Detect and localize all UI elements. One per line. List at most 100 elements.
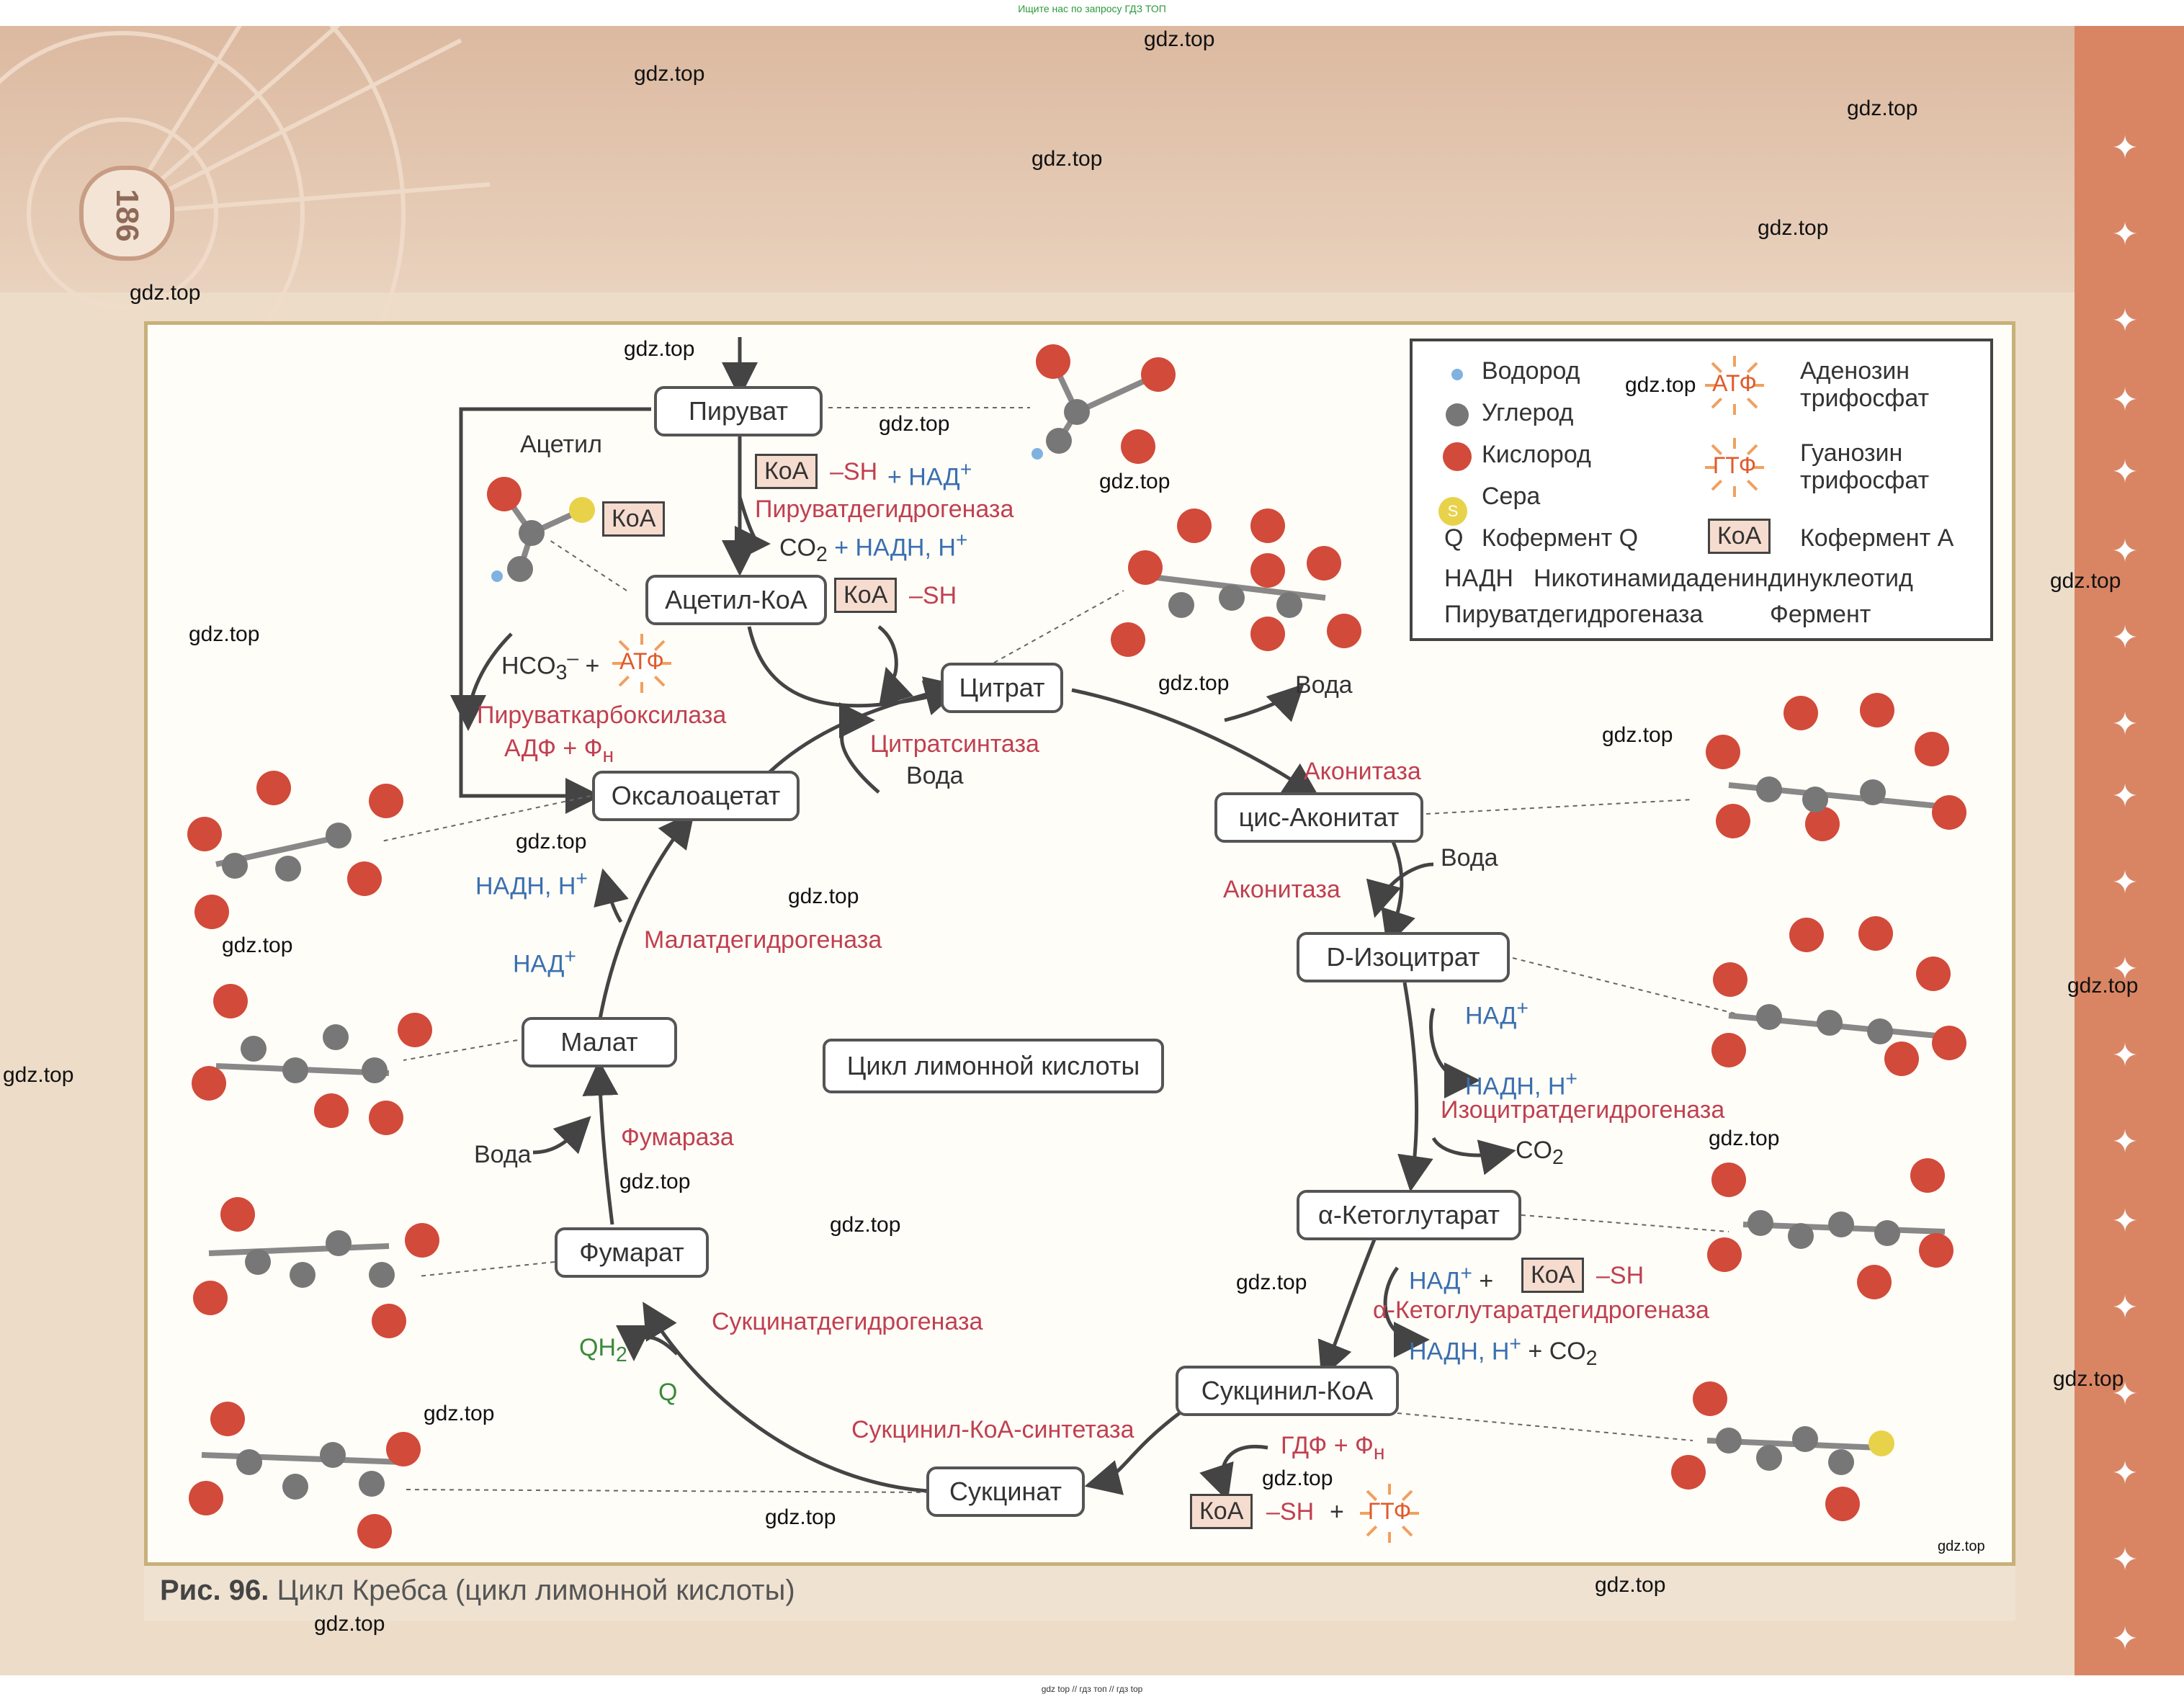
figure-caption-text: Цикл Кребса (цикл лимонной кислоты) [277,1575,795,1606]
animal-icon: ✦ [2111,1542,2139,1577]
watermark: gdz.top [516,830,587,854]
top-search-hint: Ищите нас по запросу ГДЗ ТОП [1018,3,1166,14]
animal-icon: ✦ [2111,1456,2139,1491]
watermark: gdz.top [1847,97,1918,120]
animal-icon: ✦ [2111,620,2139,655]
animal-icon: ✦ [2111,1290,2139,1325]
nadh-text: + НАДН, Н [834,534,956,562]
label-nad-3: НАД+ [513,945,576,978]
watermark: gdz.top [765,1505,836,1529]
koa-box-acetyl: КоА [602,501,666,537]
nadh-text-1: НАДН, Н [1465,1072,1566,1101]
nadh-text-3: НАДН, Н [475,872,576,900]
legend-nadh-full: Никотинамидадениндинуклеотид [1534,565,1913,592]
watermark: gdz.top [1031,147,1103,171]
label-ketoglutarate-dehydrogenase: α-Кетоглутаратдегидрогеназа [1373,1296,1709,1324]
legend-sulfur: Сера [1482,483,1541,510]
malate-molecule [192,984,432,1135]
co2-text-2: CO [1549,1338,1586,1366]
watermark: gdz.top [1099,470,1171,493]
label-sh-4: –SH [1266,1498,1315,1526]
label-plus-nad: + НАД+ [887,458,972,491]
label-sh-3: –SH [1596,1262,1644,1289]
koa-box-pyruvate: КоА [755,454,818,489]
animal-icon: ✦ [2111,1376,2139,1412]
label-fumarase: Фумараза [621,1124,734,1151]
legend-gtf-text: ГТФ [1712,452,1757,478]
node-fumarate: Фумарат [555,1227,709,1278]
legend-gtf-icon: ГТФ [1704,436,1765,498]
watermark: gdz.top [1602,723,1673,747]
watermark: gdz.top [619,1170,691,1193]
node-ketoglutarate: α-Кетоглутарат [1297,1190,1521,1240]
gtf-text: ГТФ [1367,1498,1412,1524]
legend-atf-full-1: Аденозин [1800,357,1910,385]
legend-gtf-full-1: Гуанозин [1800,439,1903,467]
succinyl-coa-molecule [1671,1381,1894,1521]
watermark: gdz.top [634,62,705,86]
animal-icon: ✦ [2111,865,2139,900]
co2-text-1: CO [1516,1137,1552,1164]
watermark: gdz.top [879,412,950,436]
legend-atom-icons [1443,369,1472,471]
label-acetyl: Ацетил [520,431,602,458]
label-adf-fn: АДФ + Фн [504,735,614,767]
label-plus: + [1330,1498,1344,1526]
animal-icon: ✦ [2111,382,2139,418]
succinate-molecule [189,1402,421,1549]
watermark: gdz.top [222,933,293,957]
plus-nad-text: + НАД [887,463,960,491]
node-malate: Малат [522,1017,677,1067]
atf-text: АТФ [619,648,664,674]
figure-number: Рис. 96. [160,1575,269,1606]
node-succinyl-coa: Сукцинил-КоА [1176,1366,1399,1416]
oxaloacetate-molecule [187,771,403,929]
koa-box-succinyl: КоА [1190,1494,1253,1529]
label-sh-2: –SH [909,582,957,609]
animal-icon: ✦ [2111,1124,2139,1160]
watermark: gdz.top [189,622,260,646]
hco3-text: HCO [501,652,556,680]
atf-icon: АТФ [611,632,673,694]
watermark: gdz.top [130,281,201,305]
watermark: gdz.top [2050,569,2121,593]
watermark: gdz.top [2053,1367,2124,1391]
animal-icon: ✦ [2111,1038,2139,1073]
node-isocitrate: D-Изоцитрат [1297,932,1510,982]
watermark: gdz.top [1158,671,1230,695]
legend-gtf-full-2: трифосфат [1800,467,1930,494]
legend-enzyme-example: Пируватдегидрогеназа [1444,601,1704,628]
animal-icon: ✦ [2111,951,2139,987]
legend-koa-box: КоА [1708,519,1771,554]
fumarate-molecule [193,1197,439,1338]
legend-box: S Водород Углерод Кислород Сера Q Коферм… [1410,339,1993,641]
pyruvate-molecule [1031,344,1176,464]
legend-koa-full: Кофермент А [1800,524,1954,552]
watermark: gdz.top [3,1063,74,1087]
co2-text: CO [779,534,816,562]
label-water-3: Вода [1441,844,1498,872]
animal-icon: ✦ [2111,217,2139,252]
watermark: gdz.top [1625,373,1696,397]
label-pyruvate-dehydrogenase: Пируватдегидрогеназа [755,496,1014,523]
watermark: gdz.top [1144,27,1215,51]
label-nadh-co2: НАДН, Н+ + CO2 [1409,1333,1598,1371]
figure-caption: Рис. 96. Цикл Кребса (цикл лимонной кисл… [160,1575,795,1607]
citrate-molecule [1111,509,1361,657]
node-oxaloacetate: Оксалоацетат [592,771,800,821]
watermark: gdz.top [2067,974,2139,998]
label-qh2: QH2 [579,1334,627,1366]
label-nad-2: НАД+ + [1409,1262,1494,1295]
label-water-1: Вода [906,762,964,789]
cis-aconitate-molecule [1706,693,1966,841]
label-q: Q [658,1379,678,1406]
label-succinate-dehydrogenase: Сукцинатдегидрогеназа [712,1308,983,1335]
isocitrate-molecule [1711,916,1966,1076]
watermark: gdz.top [624,337,695,361]
animal-icon: ✦ [2111,779,2139,814]
node-acetyl-coa: Ацетил-КоА [645,575,827,625]
legend-nadh-abbr: НАДН [1444,565,1513,592]
label-co2-nadh: CO2 + НАДН, Н+ [779,529,968,567]
